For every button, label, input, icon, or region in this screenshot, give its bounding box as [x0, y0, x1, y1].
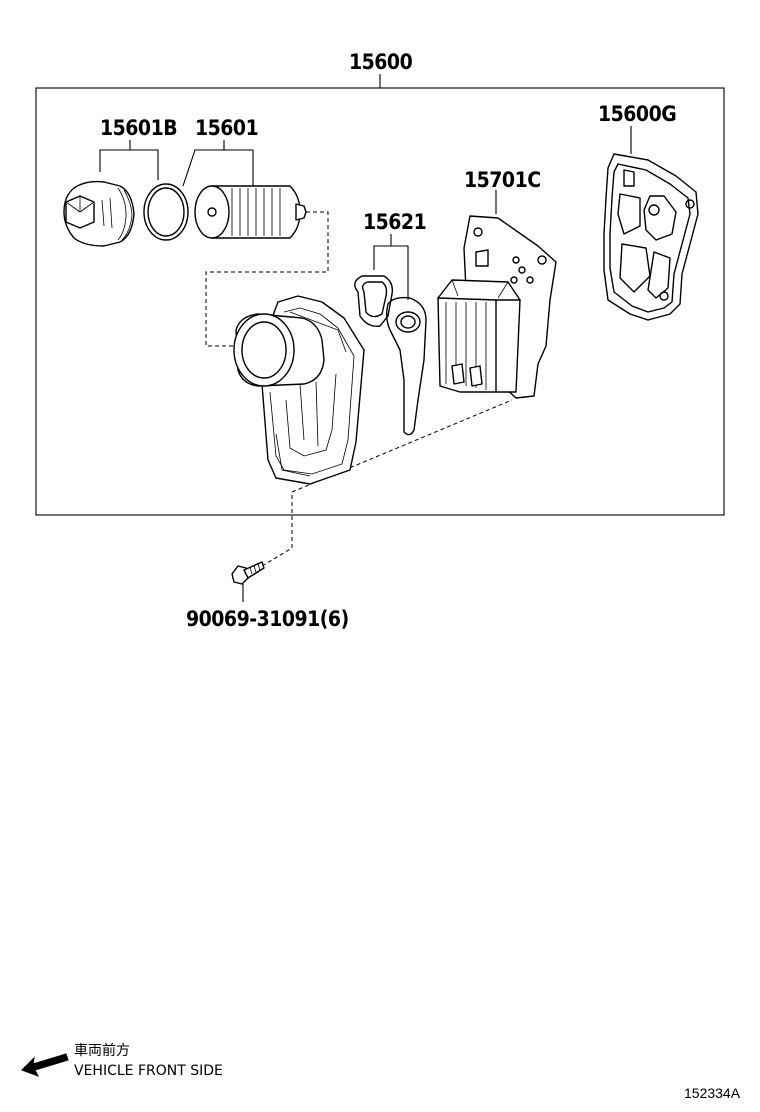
figure-id: 152334A [684, 1085, 741, 1101]
vehicle-front-arrow-icon [21, 1053, 69, 1077]
oil-filter-cap [63, 180, 135, 247]
filter-element [194, 185, 307, 239]
label-assembly: 15600 [349, 50, 413, 74]
label-cap: 15601B [100, 116, 178, 140]
label-gasket: 15621 [363, 210, 427, 234]
note-japanese: 車両前方 [74, 1043, 130, 1059]
label-gasket-set: 15600G [598, 102, 677, 126]
leader-15621 [373, 234, 409, 300]
leader-15601 [182, 140, 254, 188]
label-element: 15601 [195, 116, 259, 140]
bolt [231, 561, 265, 585]
assembly-frame [35, 87, 725, 516]
dash-element-to-housing [205, 211, 329, 347]
label-cooler: 15701C [464, 168, 541, 192]
dash-bolt-to-housing [261, 399, 513, 567]
oil-cooler-core [437, 279, 521, 393]
filter-housing [233, 295, 365, 485]
o-ring [143, 183, 189, 241]
note-english: VEHICLE FRONT SIDE [74, 1063, 223, 1079]
label-bolt: 90069-31091(6) [186, 607, 349, 631]
gasket-set [603, 153, 699, 321]
leader-15601B [99, 140, 159, 180]
gasket [354, 275, 427, 436]
